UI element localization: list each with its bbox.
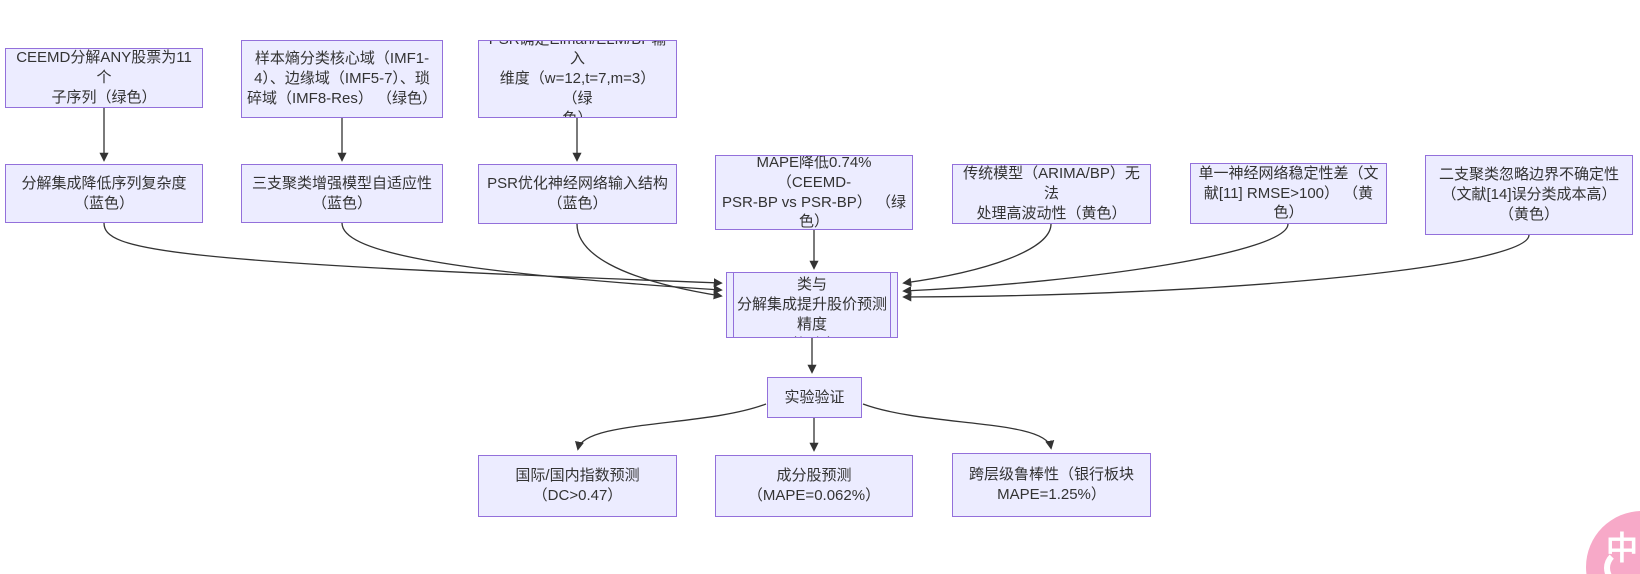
node-core-thesis: 核心论点：融合三支聚类与 分解集成提升股价预测精度 （红色） (726, 272, 898, 338)
node-experiment-validation: 实验验证 (767, 377, 862, 418)
node-single-nn-instability: 单一神经网络稳定性差（文 献[11] RMSE>100） （黄色） (1190, 163, 1387, 224)
translate-button[interactable]: 中A (1586, 511, 1640, 574)
edge-singlenn-to-core (902, 223, 1289, 296)
node-traditional-model-limitation: 传统模型（ARIMA/BP）无法 处理高波动性（黄色） (952, 164, 1151, 224)
node-ceemd-decomposition: CEEMD分解ANY股票为11个 子序列（绿色） (5, 48, 203, 108)
edge-threeway-to-core (341, 222, 723, 295)
node-constituent-stock-prediction: 成分股预测 （MAPE=0.062%） (715, 455, 913, 517)
edge-experiment-to-index (575, 403, 767, 451)
edge-experiment-to-robustness (862, 403, 1055, 450)
node-mape-reduction: MAPE降低0.74%（CEEMD- PSR-BP vs PSR-BP） （绿 … (715, 155, 913, 230)
edge-twoway-to-core (902, 234, 1530, 302)
edge-decomp-to-core (103, 222, 723, 288)
node-two-way-clustering-limitation: 二支聚类忽略边界不确定性 （文献[14]误分类成本高） （黄色） (1425, 155, 1633, 235)
node-psr-input-dimension: PSR确定Elman/ELM/BP输入 维度（w=12,t=7,m=3） （绿 … (478, 40, 677, 118)
node-three-way-clustering-adaptivity: 三支聚类增强模型自适应性 （蓝色） (241, 164, 443, 223)
node-index-prediction: 国际/国内指数预测 （DC>0.47） (478, 455, 677, 517)
node-decomposition-complexity: 分解集成降低序列复杂度 （蓝色） (5, 164, 203, 223)
node-psr-optimized-structure: PSR优化神经网络输入结构 （蓝色） (478, 164, 677, 224)
node-sample-entropy-classification: 样本熵分类核心域（IMF1- 4）、边缘域（IMF5-7）、琐 碎域（IMF8-… (241, 40, 443, 118)
edge-psropt-to-core (576, 223, 723, 300)
edge-traditional-to-core (902, 223, 1052, 287)
badge-glyph-arc (1604, 549, 1640, 574)
node-cross-level-robustness: 跨层级鲁棒性（银行板块 MAPE=1.25%） (952, 453, 1151, 517)
